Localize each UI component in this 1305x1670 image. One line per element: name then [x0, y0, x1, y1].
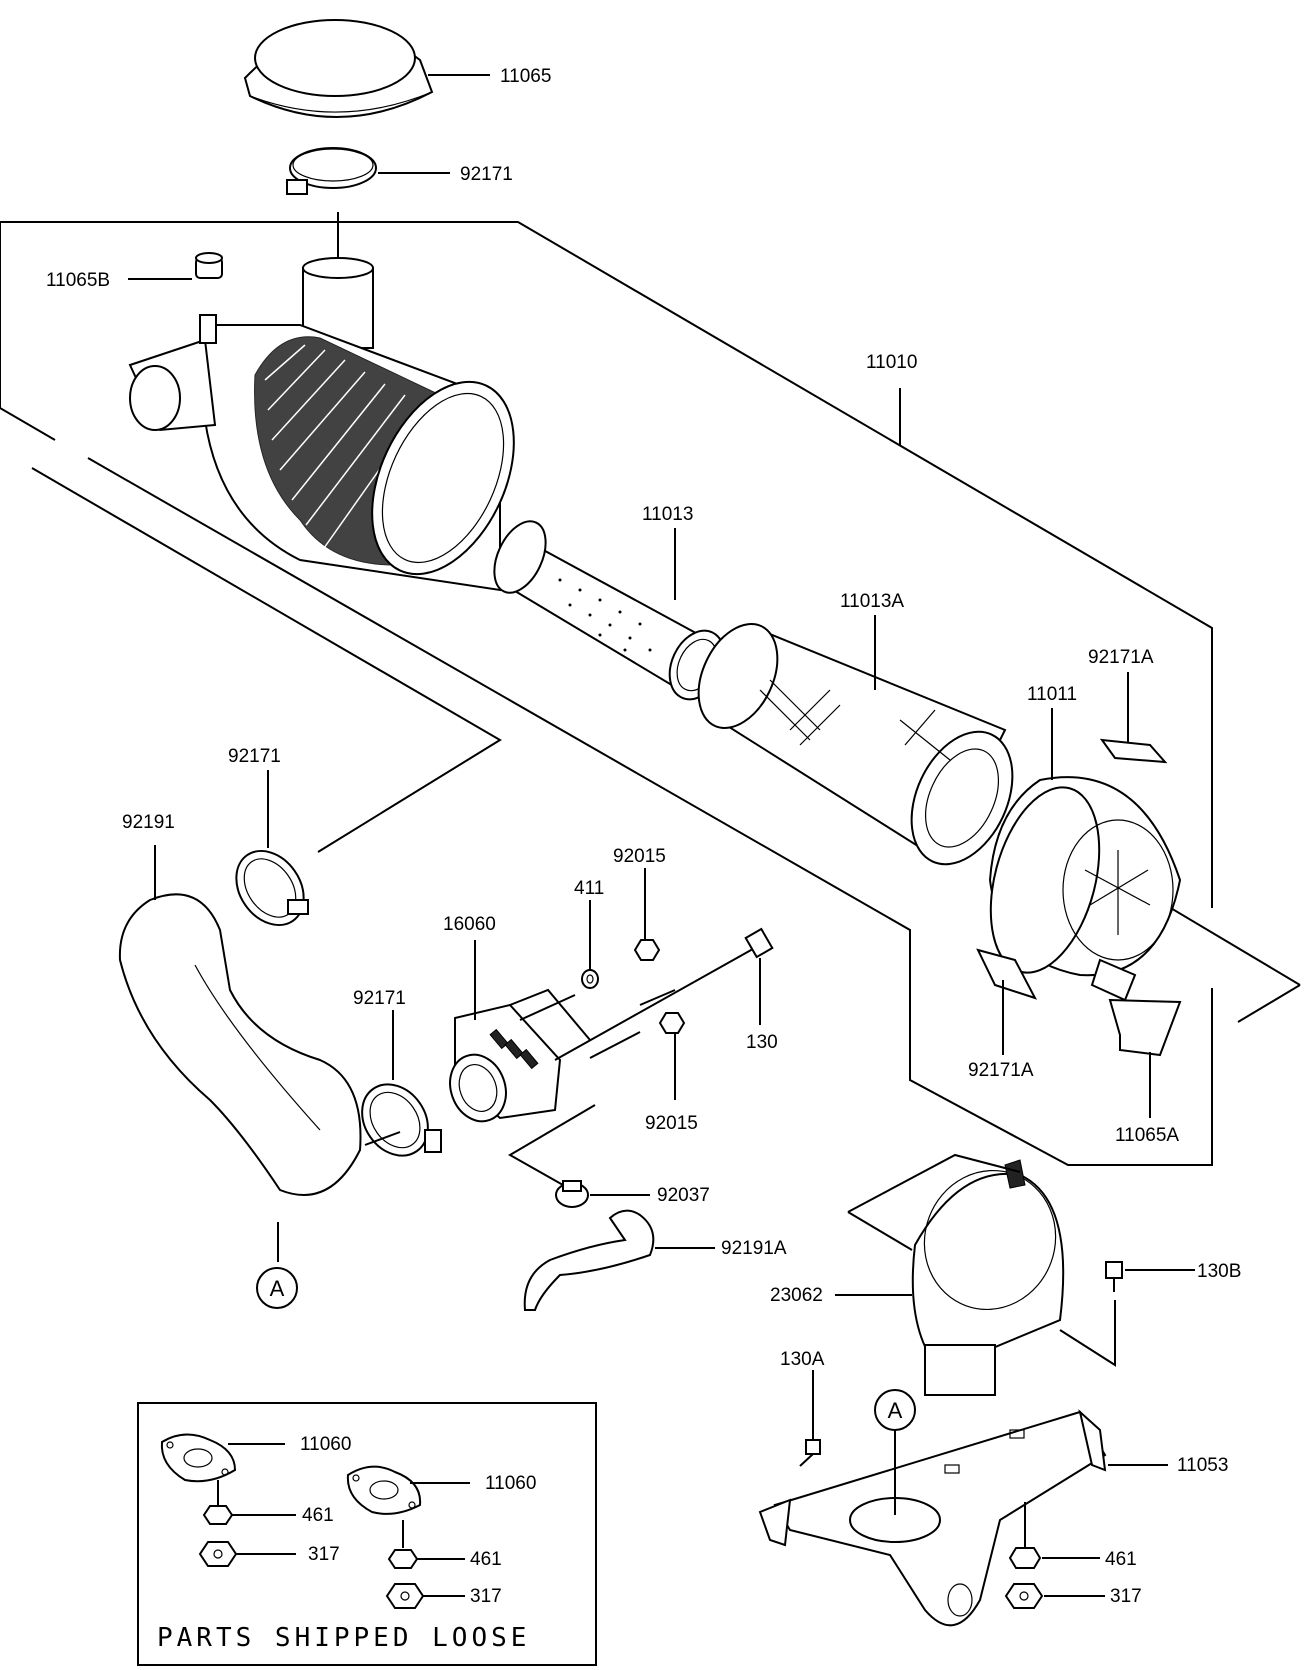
label-11011: 11011 — [1027, 684, 1077, 705]
connector-clamp-hose — [364, 1131, 401, 1146]
label-317-right: 317 — [1110, 1586, 1142, 1607]
bracket-16060-lower — [507, 1104, 596, 1186]
label-16060: 16060 — [443, 914, 496, 935]
reference-mark-a-right: A — [874, 1389, 916, 1431]
label-317-a: 317 — [308, 1544, 340, 1565]
label-92191: 92191 — [122, 812, 175, 833]
label-130A: 130A — [780, 1349, 825, 1370]
connector-23062-top — [847, 1153, 1021, 1213]
label-11065: 11065 — [500, 66, 551, 87]
part-317-nut-a[interactable] — [198, 1541, 238, 1567]
label-461-right: 461 — [1105, 1549, 1137, 1570]
part-stud-middle — [639, 989, 676, 1006]
label-130: 130 — [746, 1032, 778, 1053]
part-130B-bolt[interactable] — [1105, 1261, 1123, 1292]
label-130B: 130B — [1197, 1261, 1241, 1282]
part-461-nut-right[interactable] — [1008, 1547, 1042, 1569]
label-11060-a: 11060 — [300, 1434, 351, 1455]
label-92171-left: 92171 — [228, 746, 281, 767]
part-92171-mid-clamp[interactable] — [349, 1072, 442, 1169]
label-11013: 11013 — [642, 504, 693, 525]
label-23062: 23062 — [770, 1285, 823, 1306]
label-92171-top: 92171 — [460, 164, 513, 185]
part-92037-clip[interactable] — [555, 1180, 589, 1208]
label-11060-b: 11060 — [485, 1473, 536, 1494]
part-11013-inner-filter[interactable] — [484, 513, 735, 708]
reference-a-right-label: A — [888, 1398, 903, 1423]
part-11065A-valve[interactable] — [1108, 998, 1182, 1057]
label-11065B: 11065B — [46, 270, 110, 291]
part-11013A-outer-filter[interactable] — [683, 611, 1032, 880]
label-11065A: 11065A — [1115, 1125, 1179, 1146]
part-11011-end-cap[interactable] — [972, 775, 1182, 1002]
connector-23062-left — [847, 1211, 913, 1251]
part-92171-top-clamp[interactable] — [286, 147, 377, 195]
label-92171A-top: 92171A — [1088, 647, 1154, 668]
label-92015-bottom: 92015 — [645, 1113, 698, 1134]
bracket-16060 — [509, 988, 591, 1041]
label-92037: 92037 — [657, 1185, 710, 1206]
label-92015-top: 92015 — [613, 846, 666, 867]
label-11013A: 11013A — [840, 591, 904, 612]
part-11065B-plug[interactable] — [195, 252, 223, 279]
part-461-nut-b[interactable] — [387, 1549, 419, 1569]
part-11065-cover[interactable] — [243, 19, 434, 119]
label-92171A-bottom: 92171A — [968, 1060, 1034, 1081]
part-317-nut-right[interactable] — [1004, 1583, 1044, 1609]
part-11060-gasket-b[interactable] — [346, 1465, 422, 1515]
part-317-nut-b[interactable] — [385, 1583, 425, 1609]
part-461-nut-a[interactable] — [202, 1505, 234, 1525]
part-11053-base-plate[interactable] — [758, 1409, 1107, 1627]
part-92015-nut-bottom[interactable] — [658, 1012, 686, 1034]
part-23062-band-bracket[interactable] — [905, 1152, 1075, 1396]
part-92171A-top-clip[interactable] — [1099, 738, 1168, 764]
connector-23062-right — [1059, 1300, 1116, 1367]
label-461-b: 461 — [470, 1549, 502, 1570]
part-stud-upper — [519, 994, 576, 1021]
part-16060-adapter[interactable] — [441, 1003, 562, 1129]
part-stud-lower — [589, 1031, 641, 1059]
part-130A-bolt[interactable] — [799, 1439, 821, 1467]
part-11010-air-cleaner-housing[interactable] — [128, 257, 542, 597]
part-92191-hose[interactable] — [118, 893, 362, 1196]
label-11053: 11053 — [1177, 1455, 1228, 1476]
reference-a-left-label: A — [270, 1276, 285, 1301]
part-92015-nut-top[interactable] — [633, 939, 661, 961]
part-number-labels: 11065 92171 11065B 11010 11013 11013A 92… — [46, 66, 1241, 1607]
label-461-a: 461 — [302, 1505, 334, 1526]
part-92171-left-clamp[interactable] — [222, 838, 317, 938]
reference-mark-a-left: A — [256, 1267, 298, 1309]
label-411: 411 — [574, 878, 604, 899]
part-130-bolt[interactable] — [554, 927, 774, 1061]
loose-box-title: PARTS SHIPPED LOOSE — [157, 1623, 530, 1653]
label-11010: 11010 — [866, 352, 917, 373]
label-317-b: 317 — [470, 1586, 502, 1607]
label-92191A: 92191A — [721, 1238, 787, 1259]
label-92171-mid: 92171 — [353, 988, 406, 1009]
part-92191A-hose[interactable] — [523, 1209, 655, 1311]
part-411-washer[interactable] — [581, 969, 599, 989]
part-11060-gasket-a[interactable] — [160, 1433, 237, 1483]
part-92171A-bottom-clip[interactable] — [976, 948, 1038, 1000]
parts-shipped-loose-box: 11060 461 317 11060 461 317 PARTS SHIPPE… — [137, 1402, 597, 1666]
